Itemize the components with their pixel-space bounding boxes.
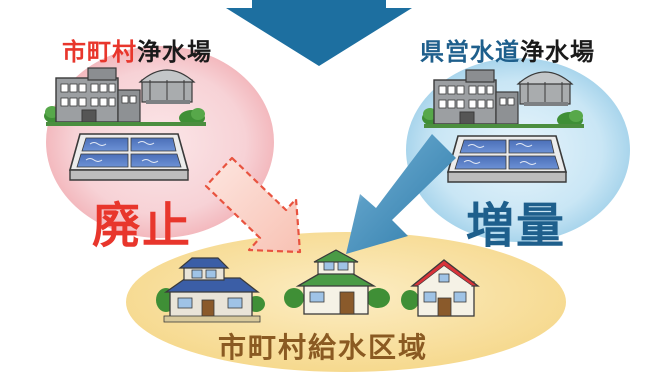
left-plant-title-rest: 浄水場 — [137, 38, 212, 66]
left-plant-title-accent: 市町村 — [62, 38, 137, 66]
house-right — [401, 259, 480, 317]
right-plant-title-rest: 浄水場 — [520, 38, 595, 66]
house-left — [156, 257, 265, 323]
right-plant-title: 県営水道浄水場 — [420, 32, 595, 67]
left-plant-title: 市町村浄水場 — [62, 32, 212, 67]
blue-arrow — [346, 134, 456, 254]
house-center — [284, 249, 390, 315]
pink-dashed-arrow — [204, 156, 302, 254]
right-plant-title-accent: 県営水道 — [420, 38, 520, 66]
left-plant-status: 廃止 — [92, 198, 193, 254]
right-plant-status: 増量 — [466, 198, 567, 254]
top-arrow — [226, 0, 412, 66]
supply-area-label: 市町村給水区域 — [218, 331, 429, 364]
